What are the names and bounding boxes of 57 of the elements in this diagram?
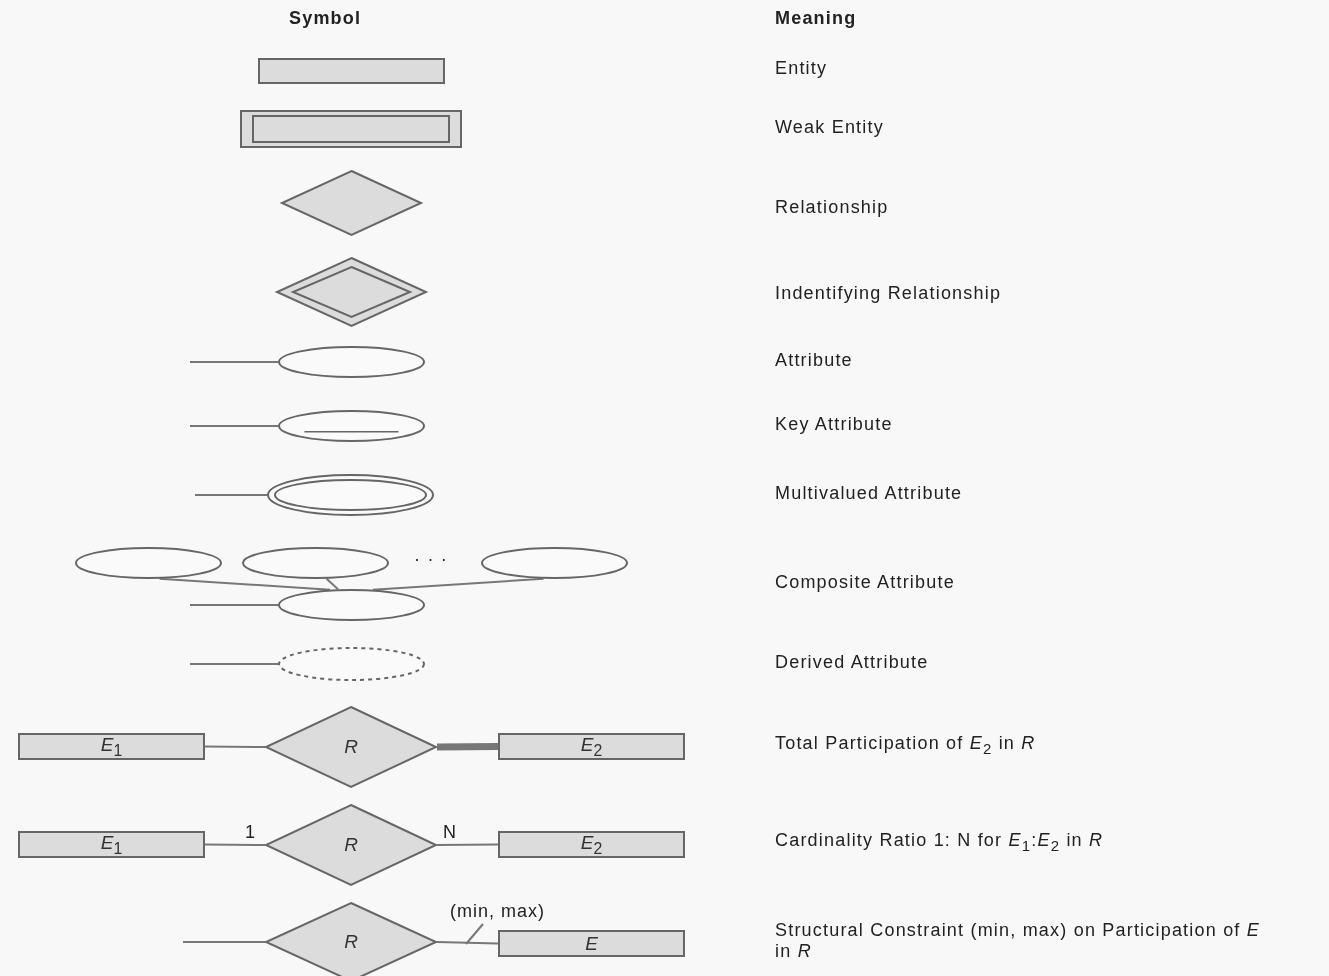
connector-line [436, 941, 499, 945]
attribute-ellipse [278, 346, 425, 378]
column-header: Symbol [289, 8, 362, 29]
derived-attribute-ellipse [278, 647, 425, 681]
meaning-text: Key Attribute [775, 414, 893, 435]
meaning-text: Multivalued Attribute [775, 483, 963, 504]
identifying-relationship-diamond [276, 257, 427, 327]
entity-box [498, 930, 685, 957]
entity-name: E$_{1}$ [100, 733, 123, 760]
relationship-name: R [344, 834, 358, 856]
relationship-name: R [344, 931, 358, 953]
relationship-diamond [265, 804, 437, 886]
connector-line [189, 663, 279, 665]
relationship-diamond [281, 170, 422, 236]
connector-line [325, 577, 339, 591]
double-line [436, 743, 499, 751]
entity-box [18, 831, 205, 858]
attribute-ellipse [481, 547, 628, 579]
connector-line [158, 577, 332, 591]
meaning-text: Indentifying Relationship [775, 283, 1002, 304]
entity-box [258, 58, 445, 84]
meaning-text: Relationship [775, 197, 889, 218]
connector-line [436, 843, 499, 846]
weak-entity-box [240, 110, 462, 148]
connector-line [194, 494, 268, 496]
key-attribute-ellipse [278, 410, 425, 442]
meaning-text: Composite Attribute [775, 572, 955, 593]
entity-box [498, 733, 685, 760]
meaning-text: Derived Attribute [775, 652, 929, 673]
meaning-text: Attribute [775, 350, 853, 371]
connector-line [189, 425, 279, 427]
entity-name: E$_{1}$ [100, 831, 123, 858]
entity-name: E$_{2}$ [580, 831, 603, 858]
ellipsis: · · · [414, 549, 448, 570]
multivalued-attribute-ellipse [267, 474, 434, 516]
meaning-text: Total Participation of E$_{2}$ in R [775, 733, 1036, 757]
connector-line [204, 745, 266, 748]
meaning-text: Cardinality Ratio 1: N for E$_{1}$:E$_{2}$ in R [775, 830, 1104, 854]
connector-line [182, 941, 266, 943]
connector-line [189, 604, 279, 606]
meaning-text: Weak Entity [775, 117, 884, 138]
entity-box [18, 733, 205, 760]
connector-line [204, 843, 266, 846]
meaning-text: Structural Constraint (min, max) on Participation of E in R [775, 920, 1261, 962]
entity-box [498, 831, 685, 858]
attribute-ellipse [242, 547, 389, 579]
column-header: Meaning [775, 8, 857, 29]
relationship-diamond [265, 706, 437, 788]
meaning-text: Entity [775, 58, 828, 79]
entity-name: E$_{2}$ [580, 733, 603, 760]
connector-line [371, 577, 545, 591]
attribute-ellipse [75, 547, 222, 579]
relationship-diamond [265, 902, 437, 976]
entity-name: E [585, 932, 598, 955]
attribute-ellipse [278, 589, 425, 621]
relationship-name: R [344, 736, 358, 758]
connector-line [189, 361, 279, 363]
